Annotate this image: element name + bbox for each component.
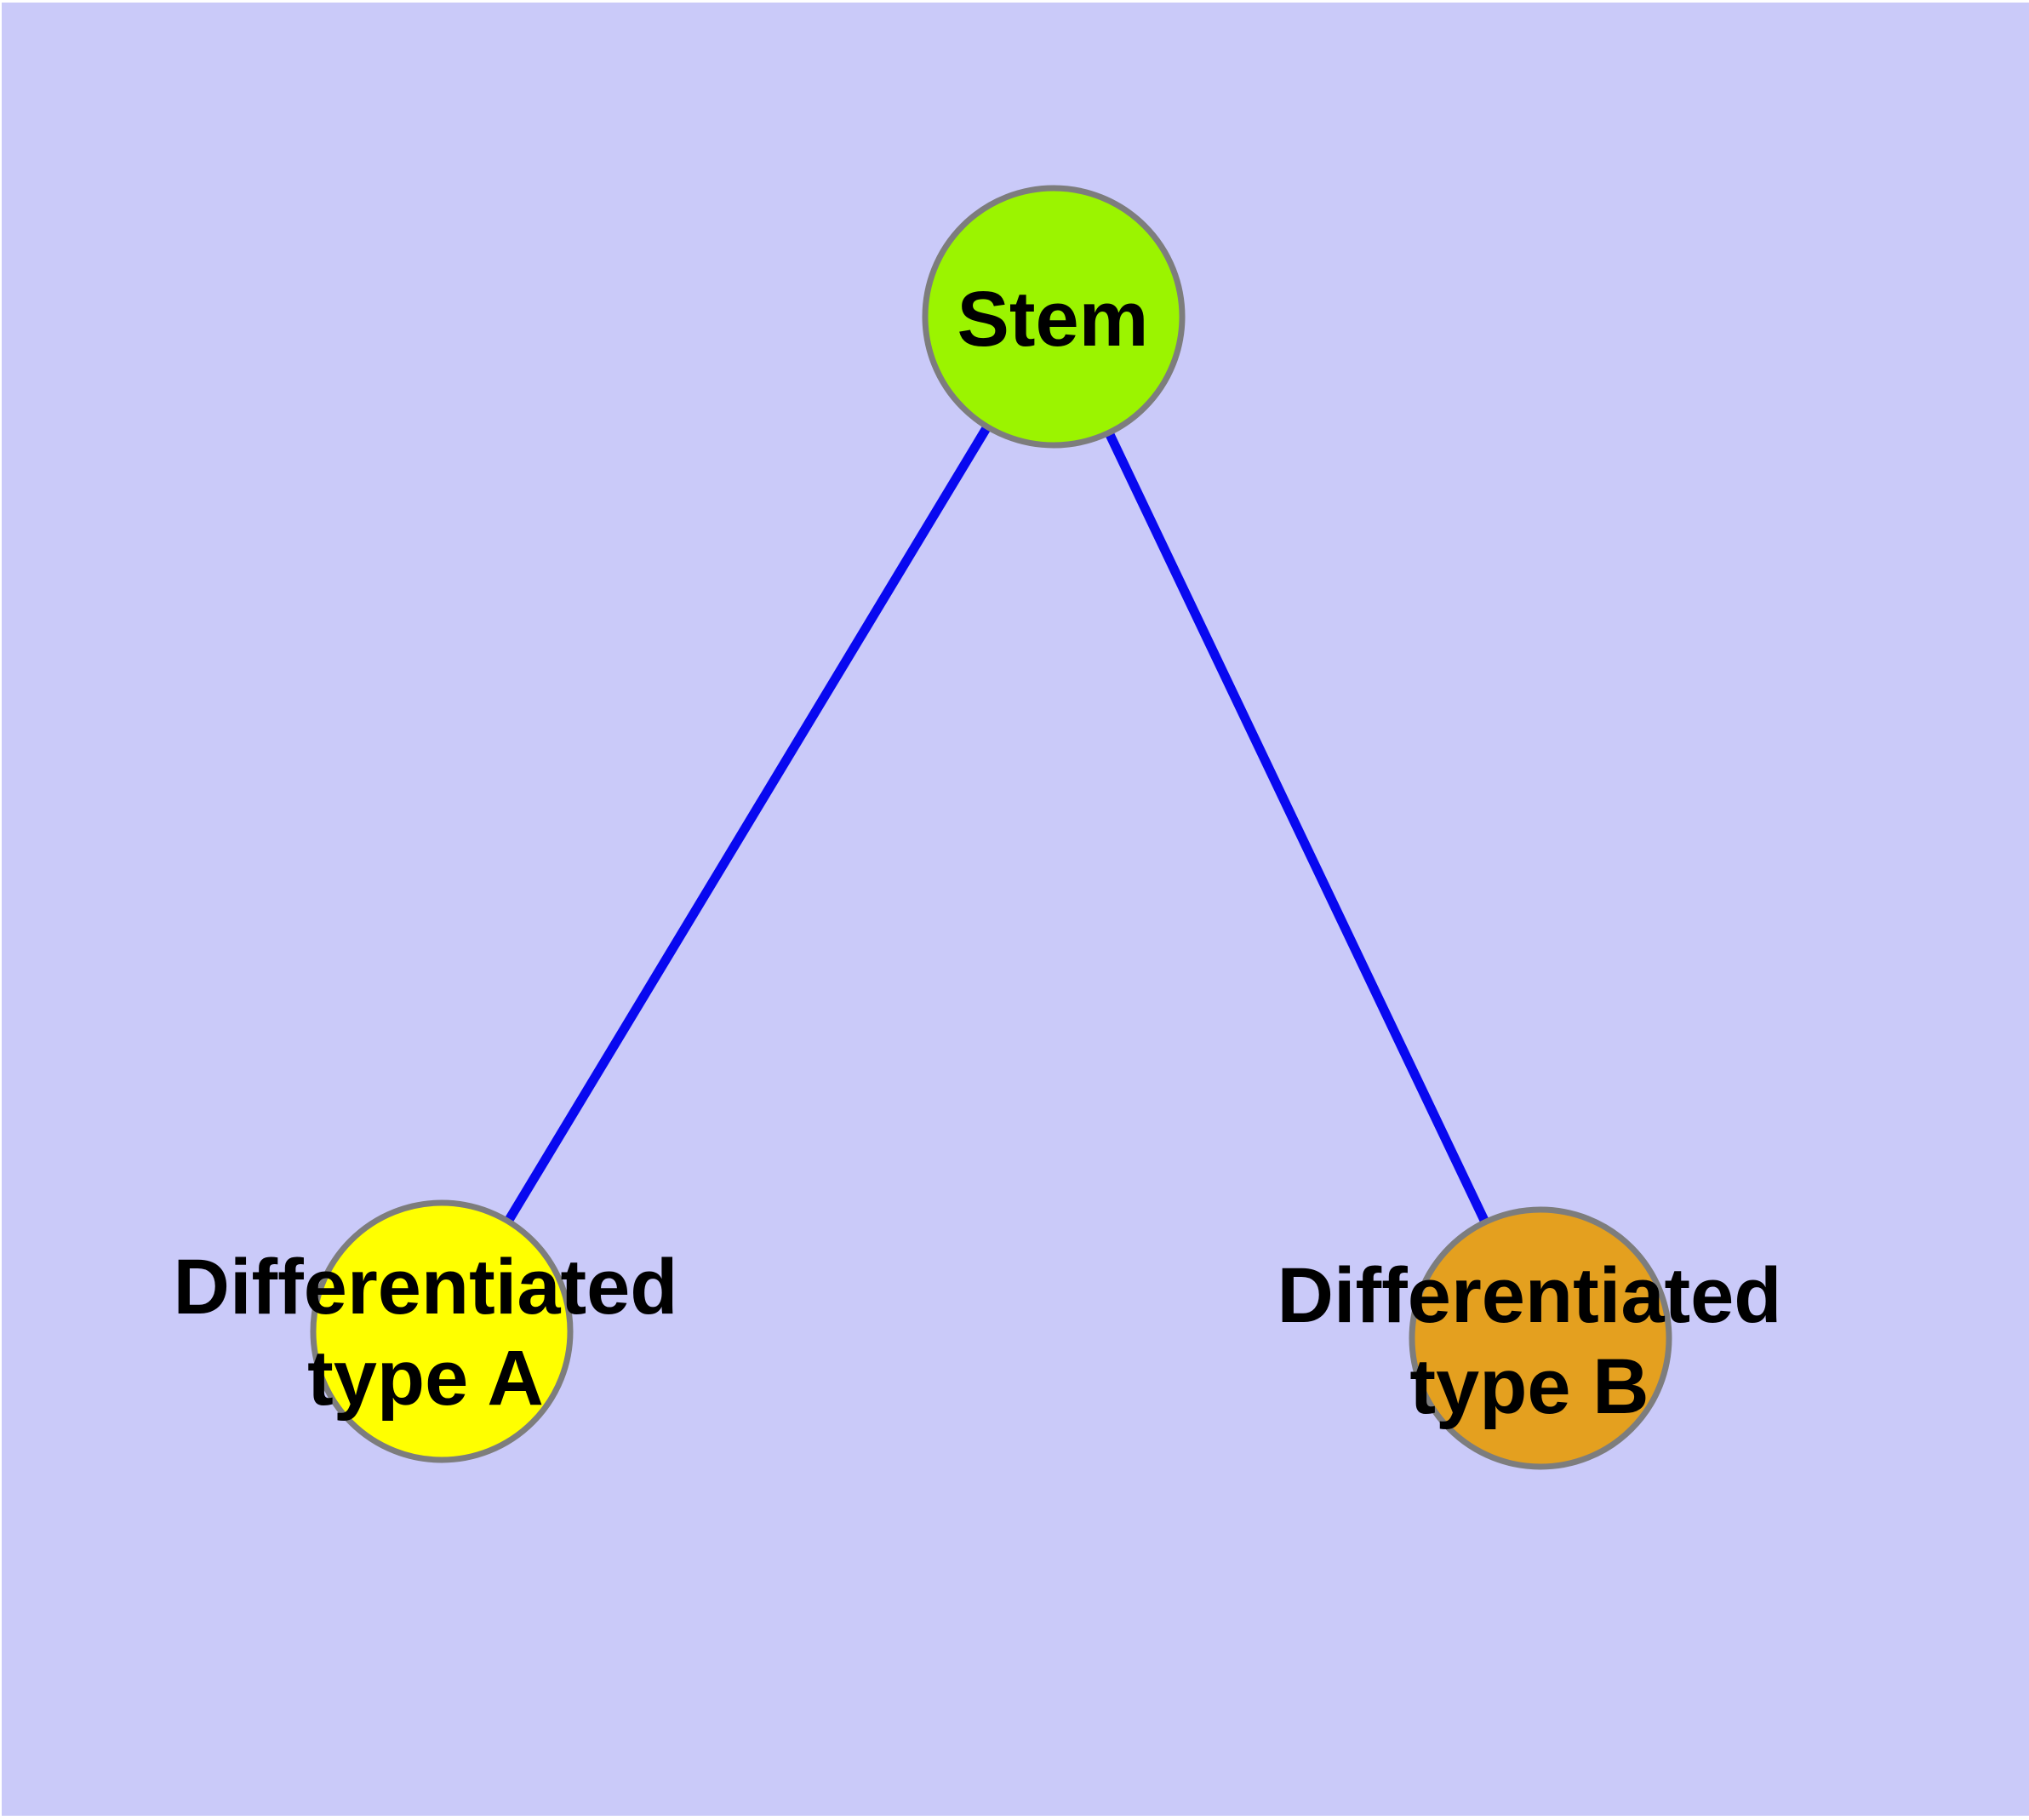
node-stem-label: Stem	[957, 276, 1149, 363]
node-type-b-label-line2: type B	[1409, 1343, 1649, 1430]
edge-stem-to-type-b	[1049, 314, 1545, 1341]
node-type-b-label-line1: Differentiated	[1277, 1252, 1782, 1339]
node-type-a-circle	[310, 1199, 574, 1463]
node-type-a-label-line2: type A	[307, 1335, 544, 1422]
node-type-b-circle	[1409, 1206, 1672, 1470]
node-stem-circle	[922, 185, 1186, 449]
edge-stem-to-type-a	[437, 314, 1058, 1334]
node-type-a-label-line1: Differentiated	[174, 1244, 678, 1331]
